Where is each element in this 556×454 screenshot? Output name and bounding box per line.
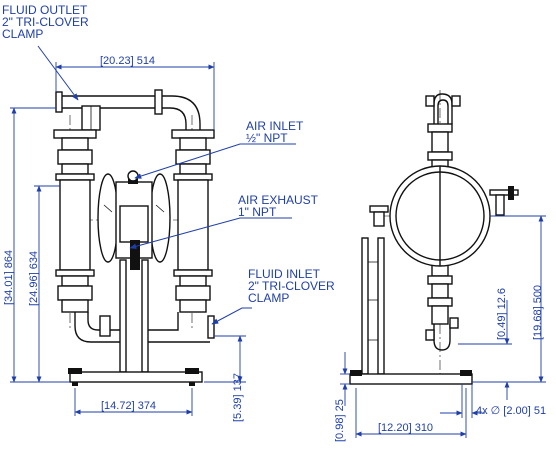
overall-height-label: [34.01] 864 (3, 250, 15, 305)
inlet-manifold (74, 312, 215, 343)
side-stand (349, 237, 473, 385)
dimension-base-width: [14.72] 374 (74, 388, 193, 416)
dimension-inlet-outlet-height: [24.96] 634 (28, 185, 60, 383)
left-column (53, 129, 97, 313)
outlet-manifold (55, 89, 201, 136)
front-stand (68, 259, 203, 386)
diaphragm-chambers (97, 170, 171, 270)
air-inlet-callout: AIR INLET ½" NPT (246, 119, 304, 145)
side-inlet (425, 317, 459, 351)
base-width-label: [14.72] 374 (101, 400, 156, 412)
side-height-label: [19.68] 500 (532, 285, 544, 340)
overall-width-label: [20.23] 514 (100, 55, 155, 67)
dimension-inlet-height: [5.39] 137 (204, 335, 246, 422)
holes-label: 4x ∅ [2.00] 51 (476, 405, 546, 417)
inlet-height-label: [5.39] 137 (232, 373, 244, 422)
side-view (349, 90, 519, 385)
side-small-label: [0.49] 12.6 (496, 288, 508, 340)
fluid-inlet-callout: FLUID INLET 2" TRI-CLOVER CLAMP (248, 267, 335, 305)
side-outlet (425, 93, 461, 124)
fluid-outlet-callout: FLUID OUTLET 2" TRI-CLOVER CLAMP (2, 3, 89, 41)
callout-leaders (37, 45, 296, 325)
dimension-foot-height: [0.98] 25 (334, 352, 350, 442)
front-view (53, 89, 215, 386)
inlet-outlet-height-label: [24.96] 634 (28, 251, 40, 306)
dimension-overall-width: [20.23] 514 (55, 55, 215, 130)
dimension-side-base-width: [12.20] 310 (355, 388, 467, 438)
right-column (171, 129, 215, 313)
dimension-holes: 4x ∅ [2.00] 51 (440, 384, 546, 418)
air-exhaust-callout: AIR EXHAUST 1" NPT (238, 193, 319, 219)
dimension-side-small: [0.49] 12.6 (458, 288, 512, 400)
foot-height-label: [0.98] 25 (334, 399, 346, 442)
side-base-width-label: [12.20] 310 (378, 422, 433, 434)
